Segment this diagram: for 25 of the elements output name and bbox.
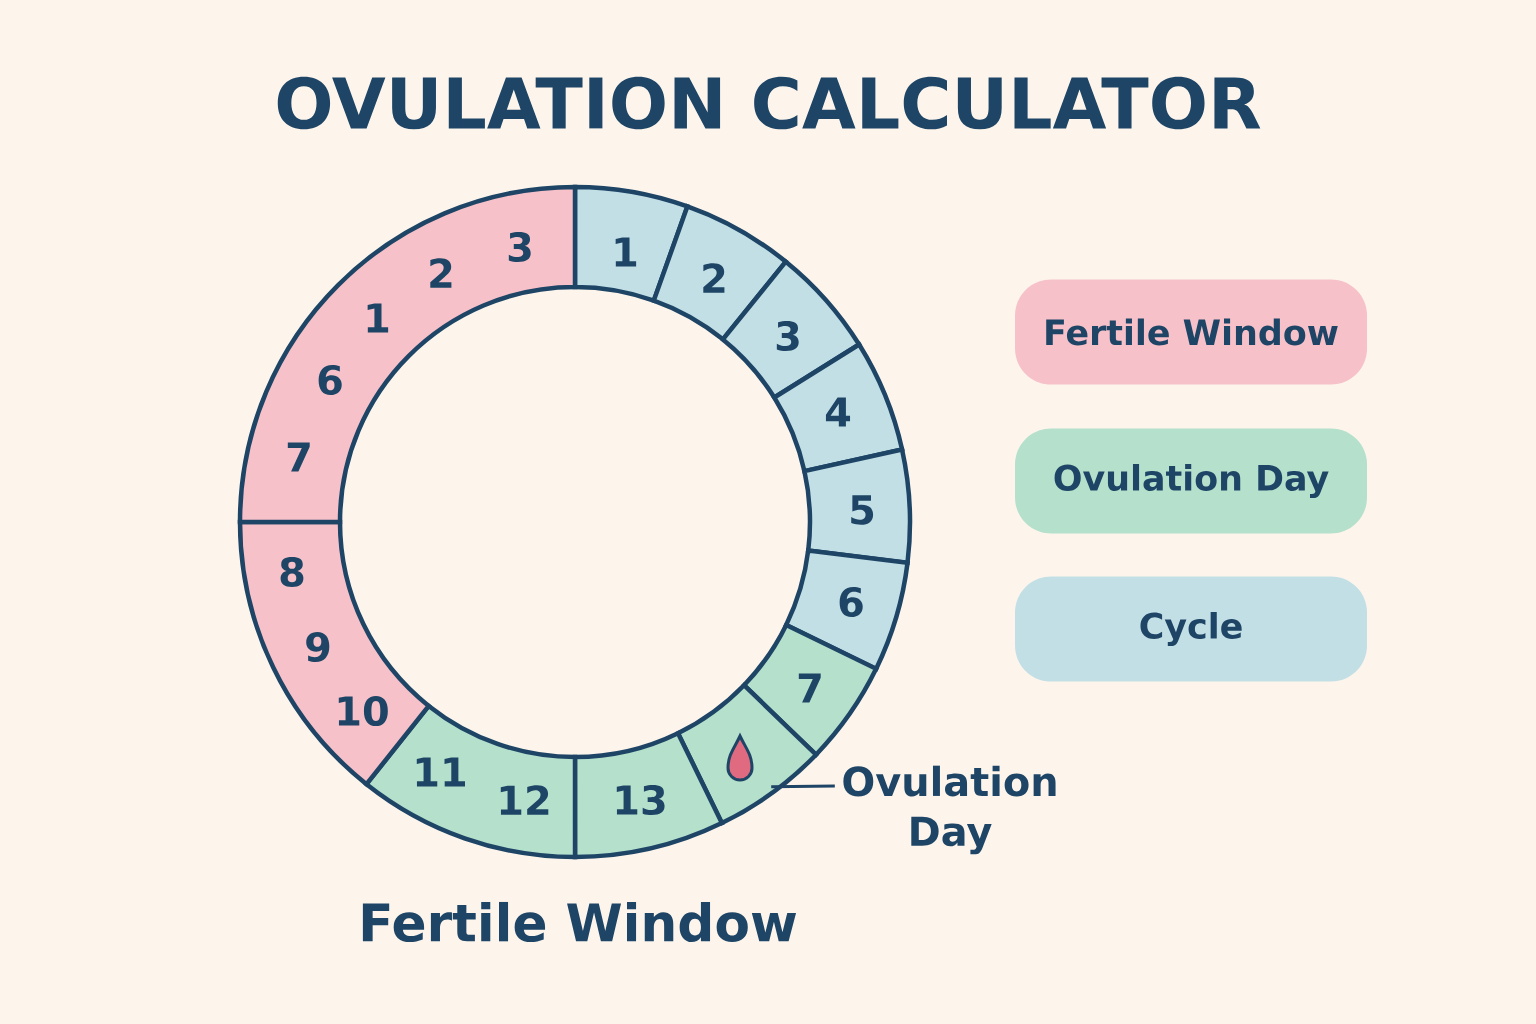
title: OVULATION CALCULATOR (277, 76, 1261, 130)
day-number: 12 (500, 785, 549, 815)
callout-text: Ovulation Day (843, 765, 1056, 855)
legend-pill: Fertile Window (1015, 279, 1367, 385)
legend-pill: Cycle (1015, 576, 1367, 682)
legend-pill: Ovulation Day (1015, 428, 1367, 534)
caption-label: Fertile Window (362, 901, 797, 943)
day-number: 7 (798, 673, 821, 703)
day-number: 3 (776, 320, 799, 352)
day-number: 9 (306, 631, 330, 663)
day-number: 2 (703, 263, 725, 293)
day-number: 3 (508, 231, 531, 263)
day-number: 11 (416, 757, 465, 787)
day-number: 8 (280, 556, 304, 588)
day-number: 6 (318, 364, 342, 396)
day-number: 13 (616, 784, 665, 816)
day-number: 10 (338, 695, 388, 727)
day-number: 6 (839, 586, 863, 618)
day-number: 1 (615, 237, 637, 267)
leader-line (771, 784, 835, 789)
day-number: 5 (851, 495, 874, 525)
day-number: 7 (287, 442, 310, 472)
day-number: 1 (367, 303, 389, 333)
day-number: 4 (825, 397, 851, 427)
day-number: 2 (430, 258, 452, 288)
